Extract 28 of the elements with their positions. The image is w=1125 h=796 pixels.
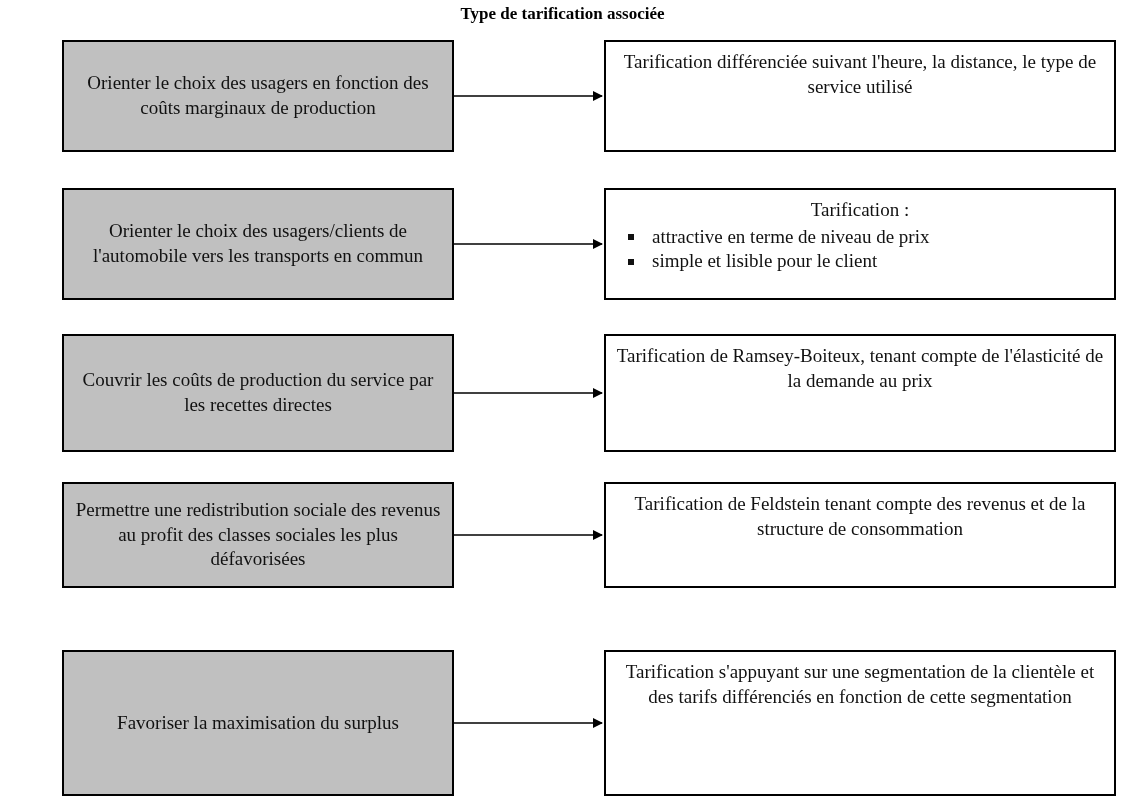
pricing-box — [604, 650, 1116, 796]
pricing-box — [604, 40, 1116, 152]
box-heading: Tarification : — [810, 198, 910, 222]
diagram-title: Type de tarification associée — [459, 4, 666, 24]
objective-box — [62, 40, 454, 152]
box-text: Orienter le choix des usagers en fonction des coûts marginaux de production — [86, 71, 430, 120]
arrow — [453, 239, 603, 249]
pricing-box — [604, 334, 1116, 452]
objective-box — [62, 482, 454, 588]
bullet-item: attractive en terme de niveau de prix — [652, 224, 930, 249]
arrow — [453, 718, 603, 728]
box-text: Tarification de Feldstein tenant compte des revenus et de la structure de consommation — [633, 492, 1087, 541]
objective-box — [62, 188, 454, 300]
box-text: Permettre une redistribution sociale des revenus au profit des classes sociales les plus défavorisées — [74, 497, 442, 572]
box-text: Orienter le choix des usagers/clients de l'automobile vers les transports en commun — [91, 219, 425, 268]
pricing-box — [604, 188, 1116, 300]
bullet-item: simple et lisible pour le client — [652, 249, 878, 274]
arrow — [453, 530, 603, 540]
box-text: Tarification de Ramsey-Boiteux, tenant compte de l'élasticité de la demande au prix — [616, 344, 1104, 393]
box-text: Favoriser la maximisation du surplus — [117, 710, 399, 735]
arrow — [453, 91, 603, 101]
box-text: Tarification différenciée suivant l'heure, la distance, le type de service utilisé — [622, 50, 1098, 99]
objective-box — [62, 650, 454, 796]
arrow — [453, 388, 603, 398]
box-text: Couvrir les coûts de production du service par les recettes directes — [81, 368, 435, 417]
box-text: Tarification s'appuyant sur une segmentation de la clientèle et des tarifs différenciés en fonction de cette segmentation — [624, 660, 1096, 709]
pricing-box — [604, 482, 1116, 588]
objective-box — [62, 334, 454, 452]
